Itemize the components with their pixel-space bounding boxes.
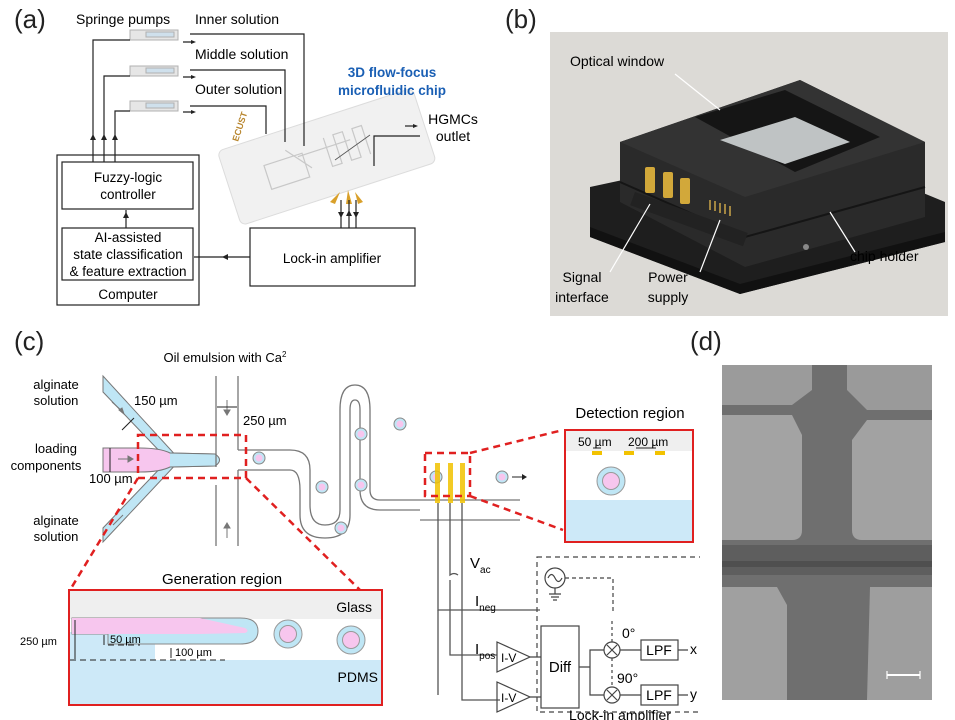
ai-label-line1: AI-assisted — [95, 230, 162, 245]
alginate-top-line2: solution — [34, 393, 79, 408]
sma-connector-icon — [645, 167, 690, 204]
ineg-label: Ineg — [475, 593, 496, 614]
panel-a-label: (a) — [14, 4, 46, 34]
panel-b-label: (b) — [505, 4, 537, 34]
detection-region-title: Detection region — [575, 405, 684, 422]
gen-dim-100-label: 100 µm — [175, 647, 212, 659]
output-y-label: y — [690, 686, 697, 702]
microfluidic-chip-image — [218, 89, 436, 225]
dim-250-label: 250 µm — [243, 413, 287, 428]
outlet-label-line2: outlet — [436, 128, 470, 144]
lockin-amplifier-label: Lock-in amplifier — [569, 707, 671, 720]
dim-150-label: 150 µm — [134, 393, 178, 408]
chip-brand-text: ECUST — [230, 110, 249, 143]
lpf-y-label: LPF — [646, 687, 672, 703]
ai-label-line3: & feature extraction — [69, 264, 186, 279]
panel-c-diagram: Oil emulsion with Ca2 alginate solution … — [11, 350, 700, 720]
gen-dim-50-label: 50 µm — [110, 634, 141, 646]
det-dim-200-label: 200 µm — [628, 435, 668, 449]
outlet-label-line1: HGMCs — [428, 111, 478, 127]
power-supply-label-line2: supply — [648, 289, 688, 305]
chip-holder-label: chip holder — [850, 248, 919, 264]
generation-region-title: Generation region — [162, 571, 282, 588]
phase-0-label: 0° — [622, 625, 635, 641]
chip-holder-photo: Optical window Signal interface Power su… — [550, 32, 948, 316]
dim-100-label: 100 µm — [89, 471, 133, 486]
lockin-label: Lock-in amplifier — [283, 251, 382, 266]
droplet-icon — [252, 417, 509, 535]
oil-emulsion-label: Oil emulsion with Ca2 — [164, 350, 288, 365]
signal-interface-label-line1: Signal — [563, 269, 602, 285]
panel-c-label: (c) — [14, 326, 45, 356]
pin-header-icon — [709, 200, 731, 216]
fuzzy-label-line2: controller — [100, 187, 156, 202]
loading-line1: loading — [35, 441, 77, 456]
optical-window-label: Optical window — [570, 53, 665, 69]
gen-dim-250-label: 250 µm — [20, 636, 57, 648]
electrode-icon — [435, 463, 465, 503]
pdms-label: PDMS — [338, 669, 378, 685]
computer-label: Computer — [98, 287, 158, 302]
phase-90-label: 90° — [617, 670, 638, 686]
fuzzy-label-line1: Fuzzy-logic — [94, 170, 163, 185]
connector-icon — [330, 190, 363, 204]
glass-label: Glass — [336, 599, 372, 615]
chip-title-line1: 3D flow-focus — [348, 65, 437, 80]
panel-d-label: (d) — [690, 326, 722, 356]
vac-label: Vac — [470, 555, 491, 576]
syringe-pump-icon — [129, 29, 179, 112]
outer-solution-label: Outer solution — [195, 81, 282, 97]
alginate-top-line1: alginate — [33, 377, 79, 392]
sem-micrograph — [722, 365, 932, 700]
loading-line2: components — [11, 458, 82, 473]
power-supply-label-line1: Power — [648, 269, 688, 285]
panel-a-diagram: ECUST Springe pumps Inne — [56, 11, 478, 306]
lpf-x-label: LPF — [646, 642, 672, 658]
iv-converter-neg-label: I-V — [501, 651, 516, 665]
middle-solution-label: Middle solution — [195, 46, 288, 62]
diff-label: Diff — [549, 659, 572, 676]
ipos-label: Ipos — [475, 641, 495, 662]
inner-solution-label: Inner solution — [195, 11, 279, 27]
output-x-label: x — [690, 641, 697, 657]
alginate-bot-line1: alginate — [33, 513, 79, 528]
det-dim-50-label: 50 µm — [578, 435, 612, 449]
alginate-bot-line2: solution — [34, 529, 79, 544]
signal-interface-label-line2: interface — [555, 289, 609, 305]
chip-title-line2: microfluidic chip — [338, 83, 446, 98]
pumps-label: Springe pumps — [76, 11, 170, 27]
iv-converter-pos-label: I-V — [501, 691, 516, 705]
ai-label-line2: state classification — [73, 247, 183, 262]
